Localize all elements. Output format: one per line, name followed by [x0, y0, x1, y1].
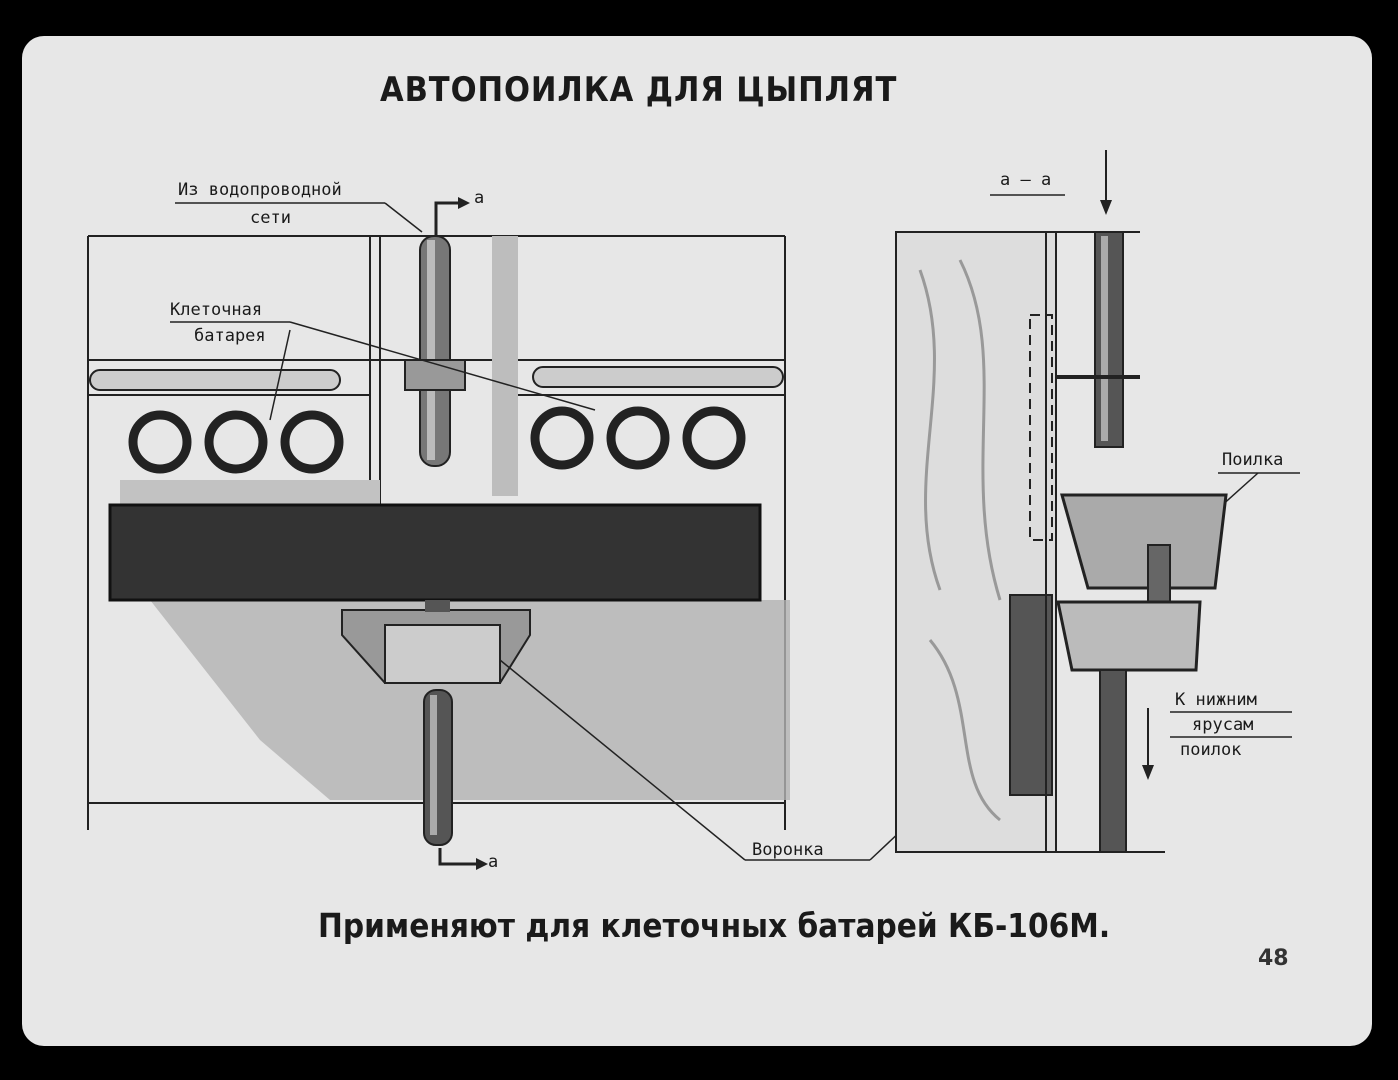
label-section-title: а – а: [1000, 170, 1052, 190]
label-water-supply-1: Из водопроводной: [178, 180, 342, 200]
caption: Применяют для клеточных батарей КБ-106М.: [318, 906, 1111, 945]
label-drinker: Поилка: [1222, 450, 1284, 470]
ring-1: [128, 410, 192, 474]
ring-5: [606, 406, 670, 470]
dark-beam: [108, 503, 762, 602]
label-lower-tiers-2: ярусам: [1192, 715, 1254, 735]
label-funnel: Воронка: [752, 840, 824, 860]
ring-2: [204, 410, 268, 474]
page-number: 48: [1258, 946, 1289, 971]
label-water-supply-2: сети: [250, 208, 291, 228]
ring-6: [682, 406, 746, 470]
label-lower-tiers-1: К нижним: [1175, 690, 1257, 710]
label-lower-tiers-3: поилок: [1180, 740, 1242, 760]
ring-3: [280, 410, 344, 474]
label-cage-battery-2: батарея: [194, 326, 266, 346]
label-cage-battery-1: Клеточная: [170, 300, 263, 320]
ring-4: [530, 406, 594, 470]
page-title: АВТОПОИЛКА ДЛЯ ЦЫПЛЯТ: [380, 70, 898, 110]
label-section-mark-top: а: [474, 188, 485, 208]
label-section-mark-bottom: а: [488, 852, 499, 872]
